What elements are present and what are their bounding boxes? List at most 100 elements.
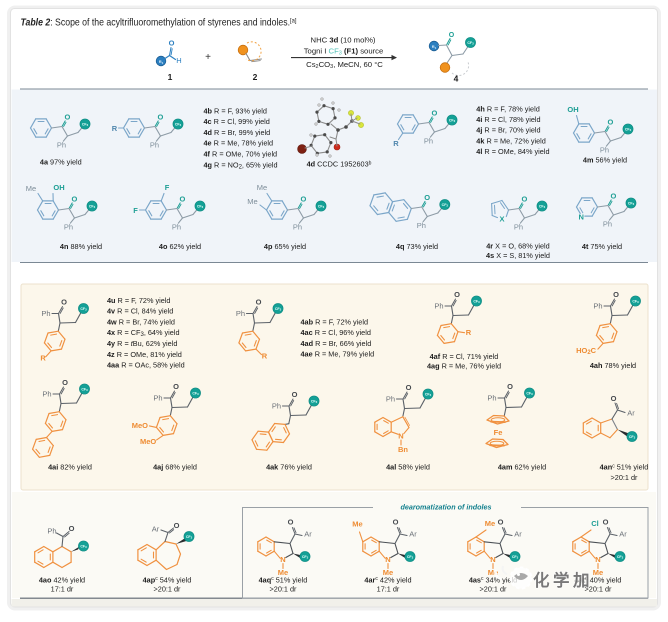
svg-text:4k R = Me, 72% yield: 4k R = Me, 72% yield bbox=[476, 136, 546, 145]
svg-text:Ph: Ph bbox=[64, 223, 73, 232]
svg-text:O: O bbox=[157, 113, 163, 122]
svg-text:R: R bbox=[466, 328, 472, 337]
svg-text:Me: Me bbox=[278, 568, 288, 577]
svg-text:4arc 42% yield: 4arc 42% yield bbox=[364, 575, 411, 584]
svg-text:4i R = Cl, 78% yield: 4i R = Cl, 78% yield bbox=[476, 115, 540, 124]
svg-text:4ak 76% yield: 4ak 76% yield bbox=[266, 463, 312, 472]
svg-text:O: O bbox=[64, 113, 70, 122]
svg-text:O: O bbox=[179, 195, 185, 204]
svg-text:>20:1 dr: >20:1 dr bbox=[611, 473, 639, 482]
svg-text:CF3: CF3 bbox=[442, 203, 449, 208]
svg-text:O: O bbox=[300, 195, 306, 204]
svg-text:4p 65% yield: 4p 65% yield bbox=[264, 242, 306, 251]
svg-text:+: + bbox=[205, 52, 211, 63]
svg-text:4w R = Br, 74% yield: 4w R = Br, 74% yield bbox=[107, 317, 175, 326]
svg-text:R: R bbox=[112, 124, 118, 133]
svg-text:4h R = F, 78% yield: 4h R = F, 78% yield bbox=[476, 105, 539, 114]
svg-text:4aqc 51% yield: 4aqc 51% yield bbox=[259, 575, 308, 584]
svg-text:HO2C: HO2C bbox=[576, 346, 597, 356]
svg-text:R: R bbox=[40, 354, 46, 363]
svg-text:Ph: Ph bbox=[57, 141, 66, 150]
svg-text:CF3: CF3 bbox=[197, 204, 204, 209]
svg-text:Me: Me bbox=[257, 183, 267, 192]
svg-text:CF3: CF3 bbox=[192, 391, 199, 396]
svg-text:4ad R = Br, 66% yield: 4ad R = Br, 66% yield bbox=[301, 339, 372, 348]
svg-text:CF3: CF3 bbox=[80, 307, 87, 312]
svg-text:Ph: Ph bbox=[42, 390, 51, 399]
svg-text:O: O bbox=[521, 195, 527, 204]
svg-text:1: 1 bbox=[168, 72, 173, 82]
svg-text:Me: Me bbox=[593, 568, 603, 577]
svg-text:Ph: Ph bbox=[514, 223, 523, 232]
svg-text:4b R = F, 93% yield: 4b R = F, 93% yield bbox=[204, 106, 267, 115]
svg-text:CF3: CF3 bbox=[311, 399, 318, 404]
svg-text:O: O bbox=[173, 382, 179, 391]
svg-text:2: 2 bbox=[253, 72, 258, 82]
svg-text:Ar: Ar bbox=[627, 409, 635, 418]
svg-text:N: N bbox=[280, 555, 285, 564]
svg-text:4x R = CF3, 64% yield: 4x R = CF3, 64% yield bbox=[107, 328, 180, 338]
svg-text:4: 4 bbox=[454, 74, 459, 84]
svg-text:CF3: CF3 bbox=[539, 204, 546, 209]
svg-text:O: O bbox=[449, 32, 455, 39]
svg-text:O: O bbox=[292, 390, 298, 399]
svg-text:4t 75% yield: 4t 75% yield bbox=[582, 242, 622, 251]
svg-text:>20:1 dr: >20:1 dr bbox=[154, 584, 182, 593]
svg-text:4atc 40% yield: 4atc 40% yield bbox=[575, 575, 622, 584]
svg-text:Me: Me bbox=[485, 519, 495, 528]
svg-text:Ph: Ph bbox=[293, 223, 302, 232]
svg-text:Togni I CF3 (F1) source: Togni I CF3 (F1) source bbox=[304, 46, 384, 56]
svg-text:4s X = S, 81% yield: 4s X = S, 81% yield bbox=[486, 251, 550, 260]
svg-text:4aa R = OAc, 58% yield: 4aa R = OAc, 58% yield bbox=[107, 361, 185, 370]
svg-text:OH: OH bbox=[567, 105, 578, 114]
svg-text:4al 58% yield: 4al 58% yield bbox=[386, 463, 430, 472]
svg-text:CF3: CF3 bbox=[89, 204, 96, 209]
svg-text:MeO: MeO bbox=[140, 437, 156, 446]
svg-text:Ph: Ph bbox=[150, 141, 159, 150]
svg-text:F: F bbox=[165, 183, 170, 192]
svg-text:Ph: Ph bbox=[236, 309, 245, 318]
svg-text:4u R = F, 72% yield: 4u R = F, 72% yield bbox=[107, 296, 170, 305]
svg-text:O: O bbox=[393, 518, 399, 527]
svg-text:O: O bbox=[454, 290, 460, 299]
svg-text:Ph: Ph bbox=[417, 221, 426, 230]
svg-text:O: O bbox=[169, 39, 175, 48]
svg-text:4ab R = F, 72% yield: 4ab R = F, 72% yield bbox=[301, 318, 369, 327]
svg-text:CF3: CF3 bbox=[629, 435, 636, 440]
svg-text:CF3: CF3 bbox=[186, 535, 193, 540]
svg-text:>20:1 dr: >20:1 dr bbox=[480, 584, 508, 593]
svg-text:Ph: Ph bbox=[272, 402, 281, 411]
svg-text:CF3: CF3 bbox=[318, 204, 325, 209]
svg-text:Ph: Ph bbox=[153, 394, 162, 403]
svg-text:O: O bbox=[607, 118, 613, 127]
svg-text:4aj 68% yield: 4aj 68% yield bbox=[153, 463, 197, 472]
svg-text:17:1 dr: 17:1 dr bbox=[51, 584, 74, 593]
svg-text:CF3: CF3 bbox=[632, 299, 639, 304]
svg-text:CF3: CF3 bbox=[80, 544, 87, 549]
svg-text:4apc 54% yield: 4apc 54% yield bbox=[143, 575, 192, 584]
svg-text:CF3: CF3 bbox=[175, 122, 182, 127]
svg-text:O: O bbox=[71, 195, 77, 204]
svg-text:Ph: Ph bbox=[487, 394, 496, 403]
svg-text:Table 2: Scope of the acyltrif: Table 2: Scope of the acyltrifluoromethy… bbox=[21, 18, 297, 29]
svg-text:N: N bbox=[595, 555, 600, 564]
svg-text:O: O bbox=[424, 193, 430, 202]
svg-text:4n 88% yield: 4n 88% yield bbox=[60, 242, 102, 251]
svg-text:O: O bbox=[498, 518, 504, 527]
svg-text:Ph: Ph bbox=[386, 395, 395, 404]
svg-text:O: O bbox=[610, 192, 616, 201]
svg-text:O: O bbox=[406, 383, 412, 392]
svg-text:MeO: MeO bbox=[132, 421, 148, 430]
svg-text:O: O bbox=[507, 382, 513, 391]
svg-text:17:1 dr: 17:1 dr bbox=[377, 584, 400, 593]
svg-text:Ph: Ph bbox=[434, 302, 443, 311]
svg-text:CF3: CF3 bbox=[302, 555, 309, 560]
svg-text:4g R = NO2, 65% yield: 4g R = NO2, 65% yield bbox=[204, 160, 278, 170]
svg-text:4ae R = Me, 79% yield: 4ae R = Me, 79% yield bbox=[301, 350, 375, 359]
svg-text:CF3: CF3 bbox=[512, 555, 519, 560]
svg-text:Cs2CO3, MeCN, 60 °C: Cs2CO3, MeCN, 60 °C bbox=[306, 60, 383, 70]
svg-text:Me: Me bbox=[488, 568, 498, 577]
svg-text:4d R = Br, 99% yield: 4d R = Br, 99% yield bbox=[204, 128, 271, 137]
svg-text:4c R = Cl, 99% yield: 4c R = Cl, 99% yield bbox=[204, 117, 270, 126]
svg-text:CF3: CF3 bbox=[628, 201, 635, 206]
